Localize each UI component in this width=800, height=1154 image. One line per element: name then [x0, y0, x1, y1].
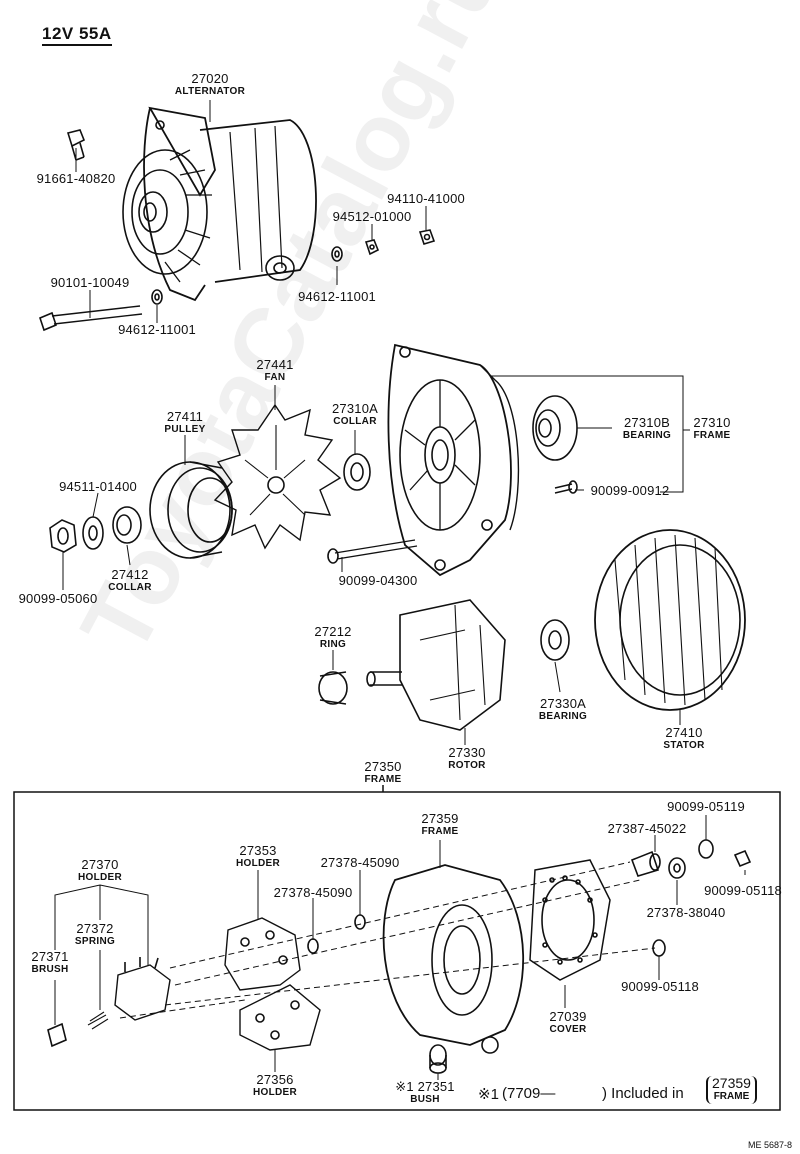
part-label-90099-05118-a[interactable]: 90099-05118 [704, 883, 782, 898]
assembly-axes [119, 861, 656, 1019]
leader-lines [54, 100, 746, 1080]
footnote-range: (7709— [502, 1085, 556, 1102]
part-label-94612-11001-a[interactable]: 94612-11001 [298, 289, 376, 304]
diagram-title: 12V 55A [42, 24, 112, 46]
part-label-27378-45090-a[interactable]: 27378-45090 [320, 855, 400, 870]
footnote-boxed-part: 27359 FRAME [706, 1076, 757, 1104]
part-label-94511-01400[interactable]: 94511-01400 [59, 479, 137, 494]
footnote-included: ) Included in [602, 1085, 684, 1102]
pulley-fan-parts [49, 395, 578, 564]
alternator-assembly [122, 106, 317, 302]
footnote-mark: ※1 [478, 1086, 499, 1103]
part-label-27378-45090-b[interactable]: 27378-45090 [273, 885, 353, 900]
rear-frame-box [13, 785, 781, 1111]
alternator-fasteners [39, 129, 436, 332]
part-label-90099-04300[interactable]: 90099-04300 [338, 573, 418, 588]
part-label-90101-10049[interactable]: 90101-10049 [50, 275, 130, 290]
reference-code: ME 5687-8 [747, 1140, 792, 1150]
footnote-boxed-num: 27359 [712, 1075, 751, 1091]
front-frame [387, 343, 520, 577]
rear-group [47, 839, 752, 1074]
part-label-27378-38040[interactable]: 27378-38040 [646, 905, 726, 920]
footnote-boxed-name: FRAME [713, 1091, 750, 1102]
part-label-94110-41000[interactable]: 94110-41000 [387, 191, 465, 206]
part-label-94512-01000[interactable]: 94512-01000 [332, 209, 412, 224]
rotor-stator [318, 529, 746, 731]
part-label-94612-11001-b[interactable]: 94612-11001 [118, 322, 196, 337]
part-label-90099-05118-b[interactable]: 90099-05118 [621, 979, 699, 994]
part-label-91661-40820[interactable]: 91661-40820 [36, 171, 116, 186]
part-label-90099-05119[interactable]: 90099-05119 [667, 799, 745, 814]
part-label-90099-05060[interactable]: 90099-05060 [18, 591, 98, 606]
part-label-27387-45022[interactable]: 27387-45022 [607, 821, 687, 836]
part-label-90099-00912[interactable]: 90099-00912 [590, 483, 670, 498]
